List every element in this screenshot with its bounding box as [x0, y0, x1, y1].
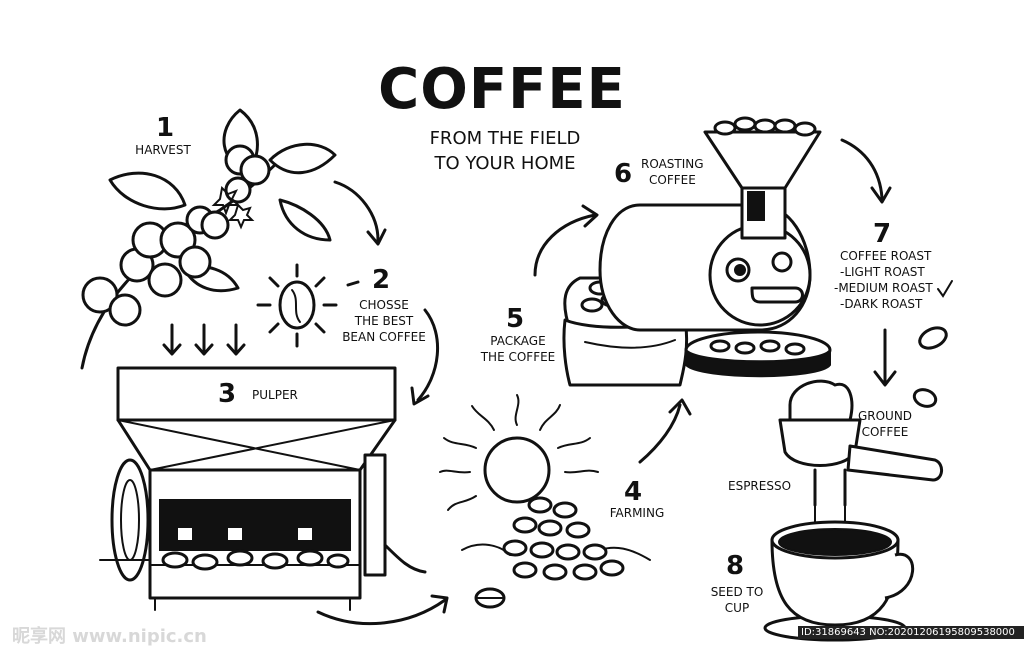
- step-2-label: CHOSSE THE BEST BEAN COFFEE: [336, 297, 432, 345]
- arrow-icon: [416, 308, 440, 402]
- step-6-label-line: ROASTING: [641, 157, 704, 171]
- step-7-label-line: -LIGHT ROAST: [840, 265, 925, 279]
- step-2-label-line: THE BEST: [354, 314, 414, 328]
- step-4-number: 4: [624, 477, 643, 507]
- coffee-bean-icon: [912, 326, 948, 408]
- arrow-icon: [333, 180, 380, 242]
- step-7-number: 7: [873, 219, 892, 249]
- step-6-number: 6: [614, 159, 633, 189]
- arrow-icon: [840, 138, 884, 200]
- step-5-label: PACKAGE THE COFFEE: [478, 333, 558, 365]
- arrow-icon: [638, 403, 682, 464]
- step-8-number: 8: [726, 551, 745, 581]
- arrow-icon: [533, 213, 597, 277]
- step-3-number: 3: [218, 379, 237, 409]
- step-4-label: FARMING: [609, 506, 665, 520]
- step-2-number: 2: [372, 265, 391, 295]
- step-2-label-line: CHOSSE: [359, 298, 409, 312]
- coffee-bean-icon: [256, 263, 360, 348]
- step-1-number: 1: [156, 113, 175, 143]
- check-mark-text: ✓: [952, 272, 953, 273]
- page-subtitle: FROM THE FIELD TO YOUR HOME: [405, 126, 605, 176]
- step-5-label-line: THE COFFEE: [480, 350, 556, 364]
- step-7-label-line: COFFEE ROAST: [840, 249, 932, 263]
- watermark: 昵享网 www.nipic.cn: [12, 626, 207, 647]
- step-3-label: PULPER: [252, 388, 298, 402]
- pulper-machine-icon: [99, 366, 427, 611]
- roaster-machine-icon: [598, 116, 832, 378]
- step-8-label: SEED TO CUP: [706, 584, 768, 616]
- step-8-label-line: SEED TO: [710, 585, 764, 599]
- coffee-bean-icon: [474, 496, 625, 609]
- step-8-label-line: CUP: [724, 601, 750, 615]
- ground-coffee-line: COFFEE: [861, 425, 909, 439]
- ground-coffee-label: GROUND COFFEE: [852, 408, 918, 440]
- sun-icon: [439, 394, 651, 561]
- step-6-label: ROASTING COFFEE: [641, 156, 704, 188]
- step-7-label: COFFEE ROAST -LIGHT ROAST -MEDIUM ROAST …: [834, 248, 933, 312]
- page-title: COFFEE: [378, 57, 626, 122]
- ground-coffee-line: GROUND: [857, 409, 913, 423]
- step-2-label-line: BEAN COFFEE: [342, 330, 426, 344]
- step-5-label-line: PACKAGE: [490, 334, 546, 348]
- step-5-number: 5: [506, 304, 525, 334]
- watermark-id: ID:31869643 NO:20201206195809538000: [798, 626, 1024, 639]
- subtitle-line: TO YOUR HOME: [434, 153, 576, 174]
- arrow-icon: [162, 323, 246, 356]
- coffee-branch-icon: [80, 108, 337, 370]
- subtitle-line: FROM THE FIELD: [429, 128, 581, 149]
- step-7-label-line: -MEDIUM ROAST: [834, 281, 933, 295]
- step-1-label: HARVEST: [135, 143, 191, 157]
- portafilter-icon: [778, 379, 943, 536]
- arrow-icon: [316, 598, 447, 626]
- espresso-label: ESPRESSO: [728, 479, 792, 493]
- check-mark-icon: [937, 280, 953, 298]
- step-6-label-line: COFFEE: [649, 173, 696, 187]
- coffee-cup-icon: [763, 520, 915, 642]
- step-7-label-line: -DARK ROAST: [840, 297, 923, 311]
